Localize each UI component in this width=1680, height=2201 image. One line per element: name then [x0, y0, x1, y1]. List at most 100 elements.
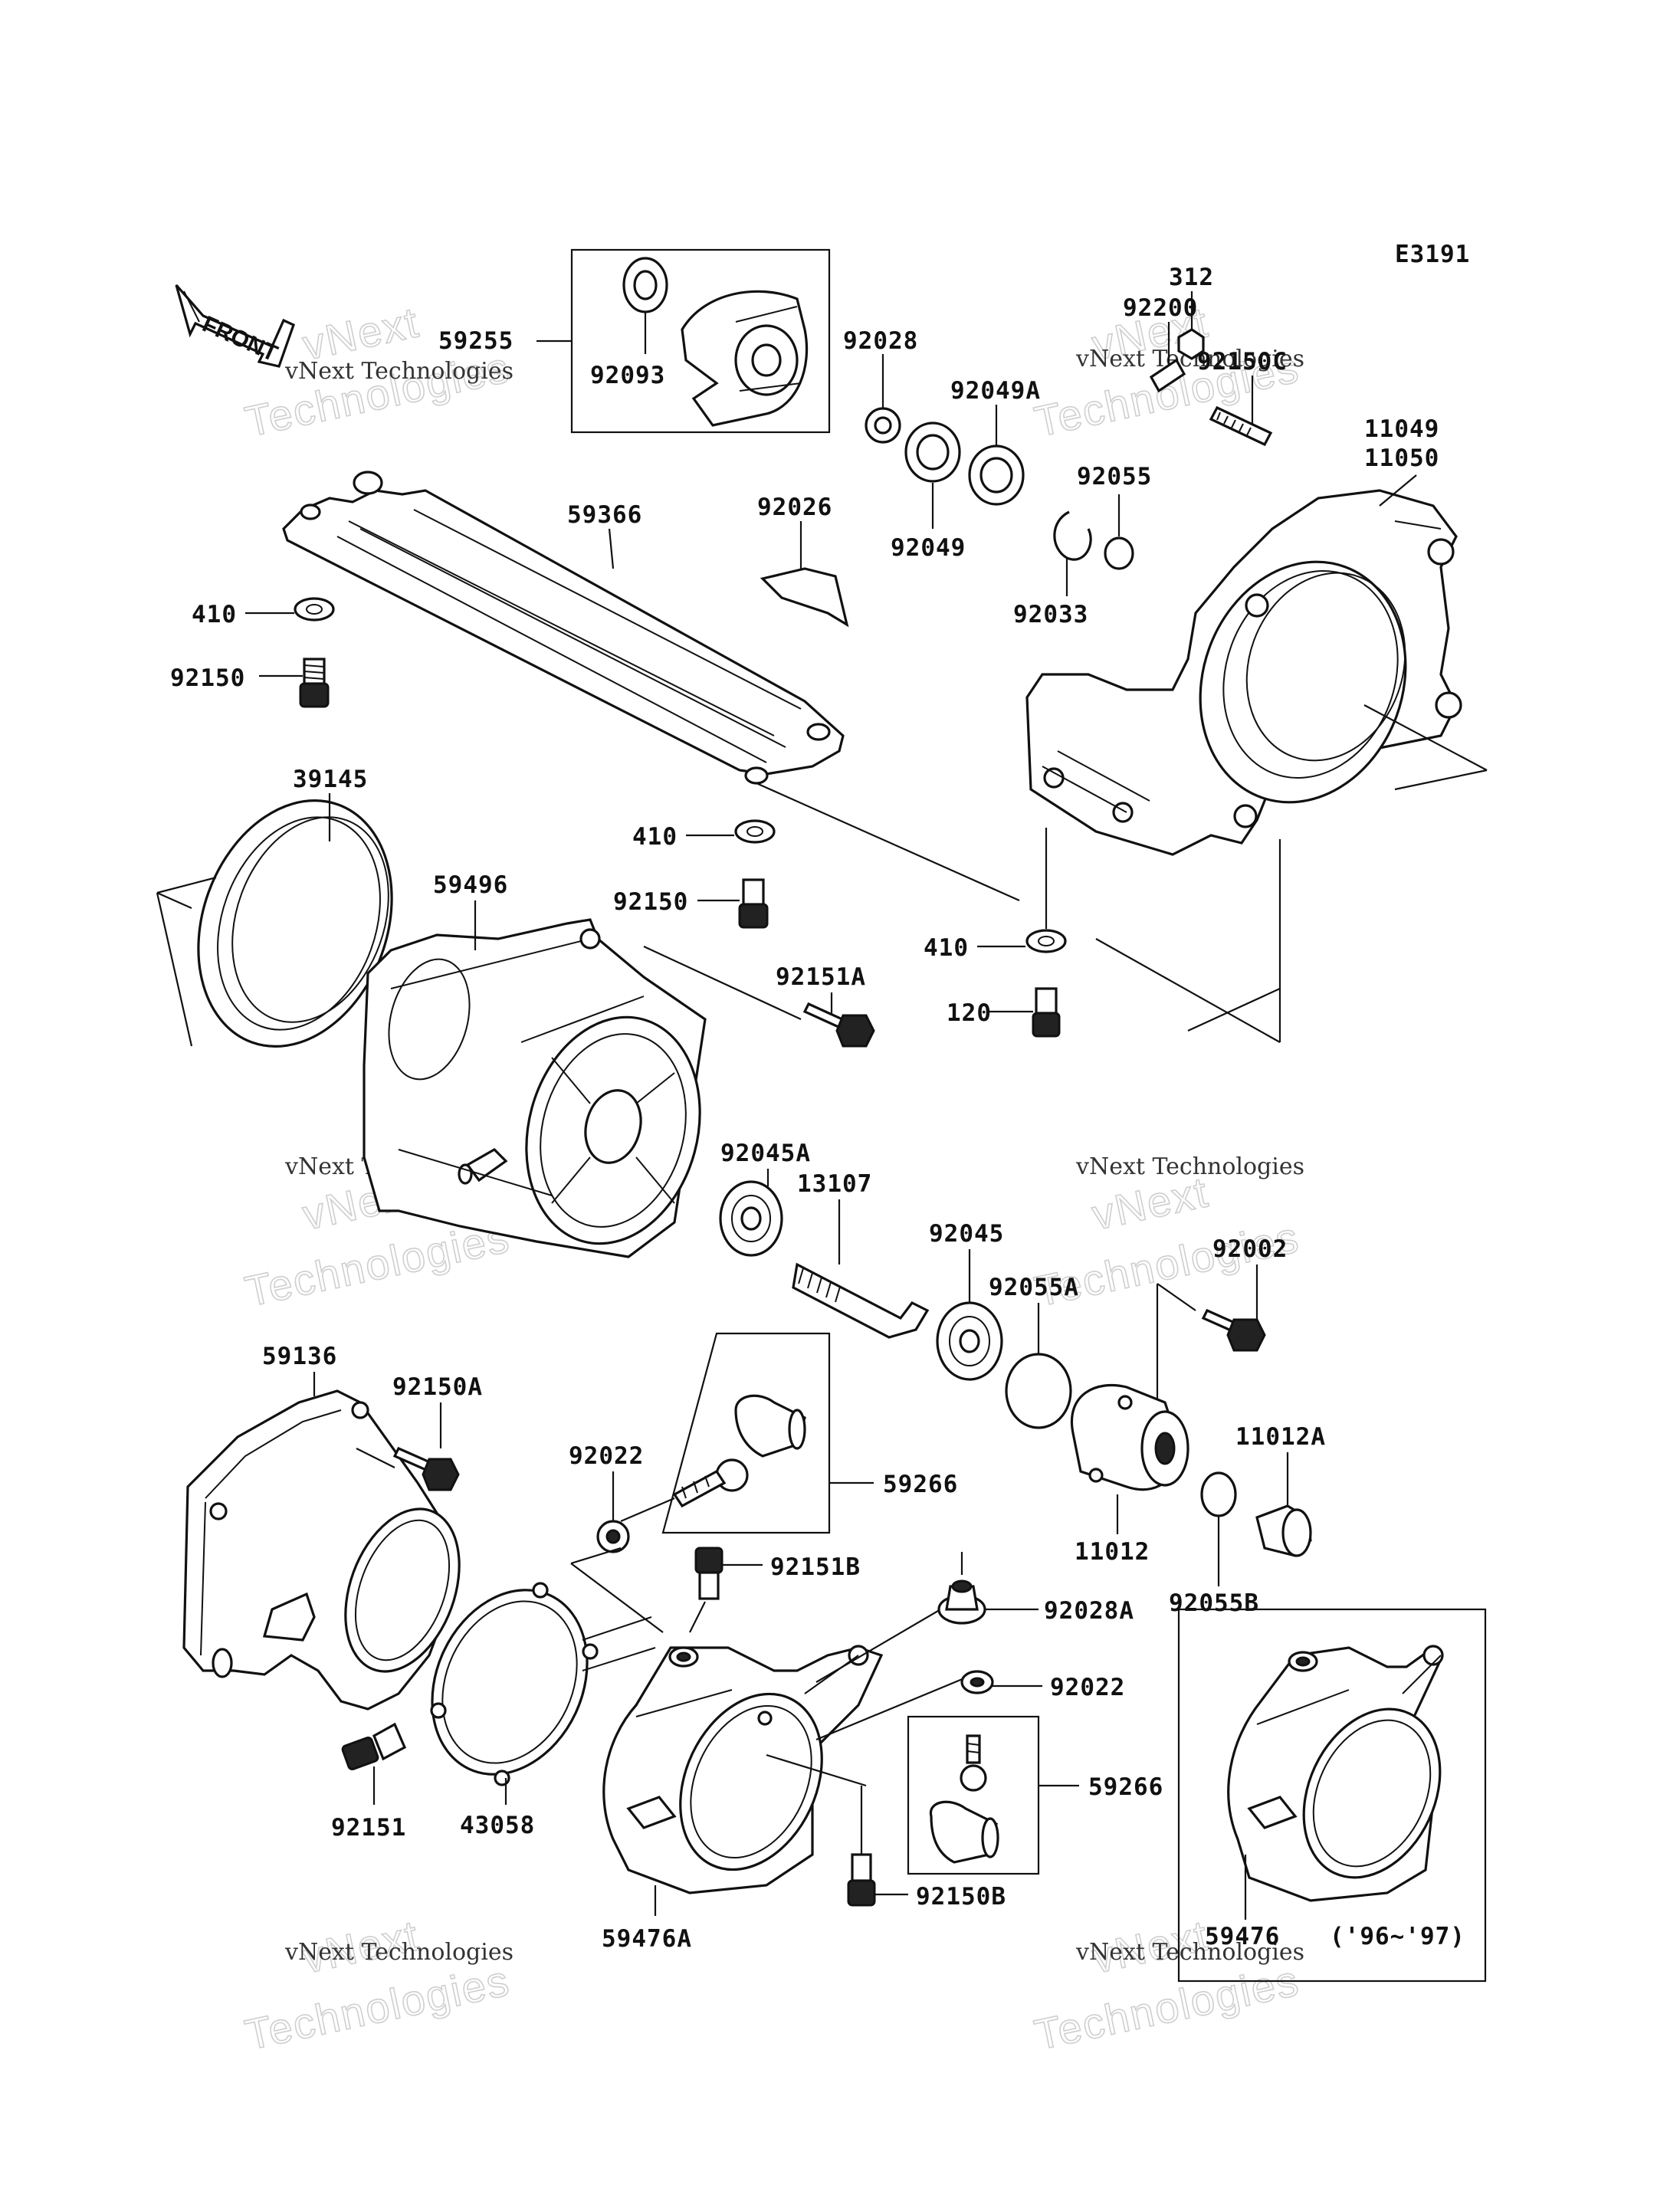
label-92093: 92093 [590, 362, 665, 389]
washer-92022-upper [596, 1520, 630, 1553]
label-59496: 59496 [433, 871, 508, 899]
kit-box-59266-lower [907, 1715, 1079, 1875]
label-11049: 11049 [1364, 415, 1439, 443]
svg-text:Technologies: Technologies [241, 1956, 514, 2059]
housing-59136 [182, 1389, 461, 1711]
svg-text:vNext Technologies: vNext Technologies [1075, 1939, 1304, 1966]
cap-11012A [1255, 1504, 1312, 1557]
label-92002: 92002 [1212, 1235, 1288, 1263]
label-39145: 39145 [293, 766, 368, 793]
option-box-59476 [1177, 1608, 1487, 1983]
steering-nozzle-59476A [602, 1645, 884, 1894]
bushing-92028 [865, 407, 901, 444]
impeller-part [622, 257, 809, 427]
label-59476: 59476 [1205, 1923, 1280, 1950]
label-92022-lower: 92022 [1050, 1674, 1125, 1701]
label-92028: 92028 [843, 327, 918, 355]
bolt-92150-a [299, 658, 330, 708]
insert-59266-upper [672, 1394, 806, 1508]
washer-410-a [294, 597, 335, 622]
bearing-92045 [936, 1301, 1003, 1381]
label-92151A: 92151A [776, 963, 866, 991]
circlip-92033 [1053, 510, 1092, 561]
plate-92026 [760, 567, 849, 628]
label-92045: 92045 [929, 1220, 1004, 1248]
label-59255: 59255 [438, 327, 514, 355]
svg-text:vNext Technologies: vNext Technologies [284, 358, 514, 385]
collar-92028A [937, 1579, 986, 1625]
label-410-c: 410 [924, 934, 969, 962]
label-120: 120 [947, 999, 992, 1027]
svg-text:vNext Technologies: vNext Technologies [284, 1939, 514, 1966]
label-59266-lower: 59266 [1088, 1773, 1163, 1801]
label-92151B: 92151B [770, 1553, 861, 1581]
washer-410-b [734, 819, 776, 844]
label-92022-upper: 92022 [569, 1442, 644, 1470]
seal-92049 [904, 422, 961, 483]
cap-11012 [1070, 1383, 1189, 1491]
label-92150-b: 92150 [613, 888, 688, 916]
pump-case-11049 [1025, 489, 1462, 856]
bolt-120 [1032, 987, 1061, 1038]
label-92150-a: 92150 [170, 664, 245, 692]
bolt-92150A [392, 1446, 460, 1491]
label-59366: 59366 [567, 501, 642, 529]
label-59266-upper: 59266 [883, 1471, 958, 1498]
label-410-b: 410 [632, 823, 678, 851]
o-ring-92055A [1005, 1353, 1072, 1429]
steering-nozzle-59476 [1227, 1645, 1444, 1902]
bolt-92150B [847, 1853, 876, 1907]
label-92049A: 92049A [950, 377, 1041, 405]
watermark-bottom-left: vNext Technologies vNext Technologies [241, 1910, 515, 2059]
label-312: 312 [1169, 264, 1214, 291]
label-11012: 11012 [1075, 1538, 1150, 1566]
nozzle-ring-43058 [430, 1582, 656, 1786]
washer-92022-lower [960, 1670, 994, 1694]
label-92033: 92033 [1013, 601, 1088, 628]
bolt-92151 [341, 1722, 407, 1770]
label-43058: 43058 [460, 1812, 535, 1839]
label-59136: 59136 [262, 1343, 337, 1370]
front-arrow-icon: FRONT [175, 284, 295, 368]
label-13107: 13107 [797, 1170, 872, 1198]
label-92151: 92151 [331, 1814, 406, 1842]
washer-410-c [1025, 929, 1067, 953]
svg-text:FRONT: FRONT [199, 311, 281, 366]
insert-59266-lower [929, 1734, 999, 1864]
label-59476A: 59476A [602, 1925, 692, 1953]
bearing-92045A [719, 1180, 783, 1257]
svg-text:Technologies: Technologies [1030, 1956, 1303, 2059]
label-92200: 92200 [1123, 294, 1198, 322]
impeller-kit-box [536, 248, 831, 434]
label-96-97: ('96~'97) [1330, 1923, 1465, 1950]
stud-92150C [1209, 405, 1273, 447]
label-92150C: 92150C [1197, 348, 1288, 376]
label-92026: 92026 [757, 494, 832, 521]
label-92045A: 92045A [720, 1140, 811, 1167]
watermark-top-left: vNext Technologies vNext Technologies [241, 297, 515, 446]
bolt-92151A [802, 1002, 875, 1048]
label-92150A: 92150A [392, 1373, 483, 1401]
seal-92049A [968, 444, 1025, 506]
kit-box-59266-upper [661, 1332, 874, 1534]
svg-text:vNext Technologies: vNext Technologies [1075, 1153, 1304, 1180]
label-92049: 92049 [891, 534, 966, 562]
label-11050: 11050 [1364, 444, 1439, 472]
label-92028A: 92028A [1044, 1597, 1134, 1625]
o-ring-92055B [1200, 1471, 1237, 1517]
bolt-92002 [1201, 1308, 1266, 1352]
ring-39145 [197, 799, 393, 1048]
bolt-92151B [694, 1547, 724, 1600]
label-92055B: 92055B [1169, 1589, 1259, 1617]
label-92150B: 92150B [916, 1883, 1006, 1911]
o-ring-92055-top [1104, 536, 1134, 570]
diagram-code: E3191 [1395, 241, 1470, 268]
bolt-92150-b [738, 878, 769, 929]
ride-plate-59366 [282, 471, 845, 785]
label-11012A: 11012A [1235, 1423, 1326, 1451]
label-92055: 92055 [1077, 463, 1152, 490]
label-92055A: 92055A [989, 1274, 1079, 1301]
drive-shaft-13107 [792, 1262, 930, 1339]
